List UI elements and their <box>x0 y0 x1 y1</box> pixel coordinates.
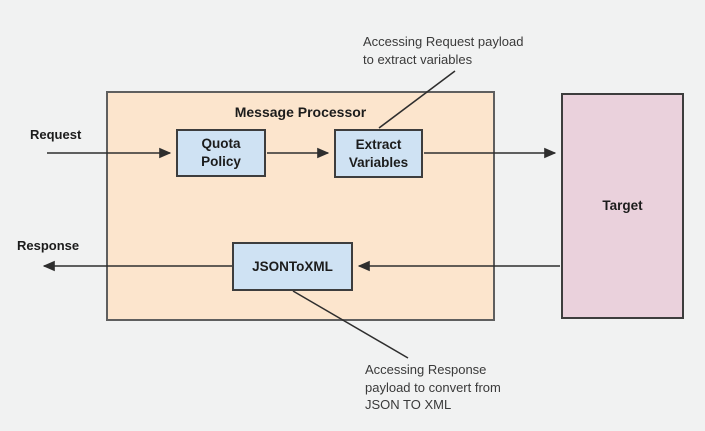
annotation-response-payload: Accessing Response payload to convert fr… <box>365 362 501 413</box>
node-target: Target <box>561 93 684 319</box>
response-label: Response <box>17 238 80 253</box>
node-extract-variables: Extract Variables <box>334 129 423 178</box>
node-jsontoxml: JSONToXML <box>232 242 353 291</box>
node-quota-policy: Quota Policy <box>176 129 266 177</box>
annotation-request-payload: Accessing Request payload to extract var… <box>363 34 524 67</box>
request-label: Request <box>30 127 82 142</box>
message-processor-title: Message Processor <box>234 104 367 120</box>
